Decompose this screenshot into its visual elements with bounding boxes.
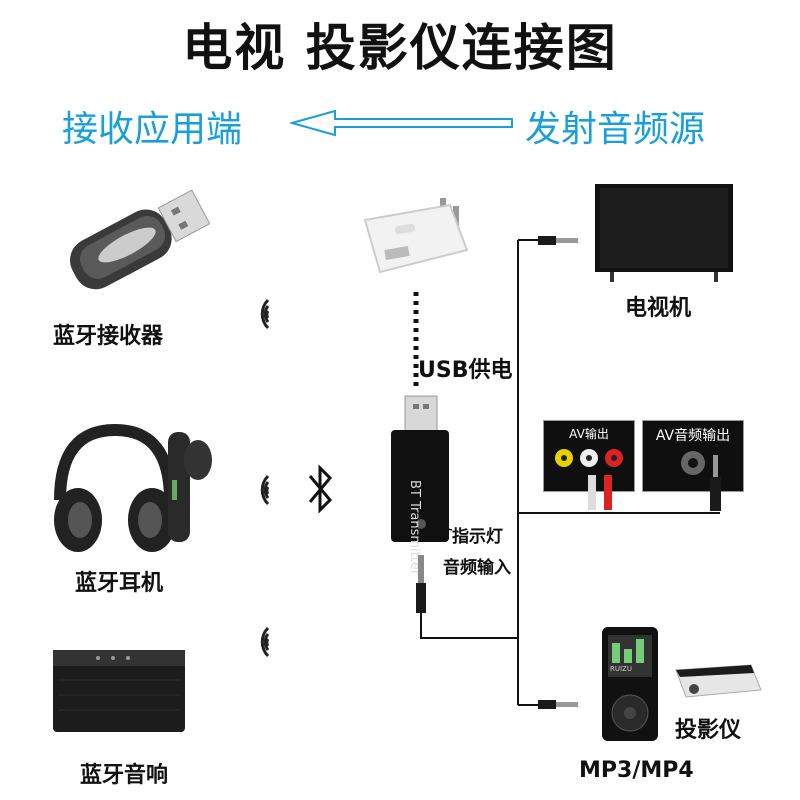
headphones-label: 蓝牙耳机 (75, 571, 164, 596)
audio-plug-icon (710, 455, 721, 511)
headphones-earpiece-icon (54, 423, 212, 552)
audio-input-label: 音频输入 (443, 558, 511, 578)
bluetooth-speaker-icon (53, 650, 185, 732)
mp3-brand-text: RUIZU (610, 665, 632, 673)
usb-power-adapter-icon (363, 198, 469, 274)
projector-label: 投影仪 (675, 718, 742, 743)
rca-cable-icon (588, 475, 612, 510)
indicator-pointer (430, 524, 453, 531)
speaker-label: 蓝牙音响 (80, 763, 169, 788)
audio-jack-icon (681, 451, 705, 475)
bt-transmitter-icon (391, 395, 449, 542)
direction-arrow-icon (290, 109, 513, 137)
mp3-player-icon (602, 627, 658, 741)
receiver-side-label: 接收应用端 (62, 109, 243, 150)
usb-dotted-line (413, 292, 419, 390)
page-title: 电视 投影仪连接图 (182, 19, 618, 77)
mp3-label: MP3/MP4 (579, 758, 694, 783)
tv-icon (595, 184, 733, 282)
audio-plug-icon (416, 555, 426, 613)
av-audio-output-panel: AV音频输出 (642, 420, 744, 492)
indicator-light-label: 指示灯 (452, 527, 503, 547)
bluetooth-receiver-dongle-icon (70, 189, 211, 290)
signal-icon (260, 298, 270, 330)
rca-jacks-icon (555, 449, 623, 467)
signal-icon (260, 474, 270, 506)
bluetooth-icon (308, 464, 333, 514)
av-output-label: AV输出 (569, 427, 609, 441)
projector-icon (675, 664, 762, 698)
signal-icon (260, 626, 270, 658)
av-audio-output-label: AV音频输出 (655, 428, 731, 444)
bluetooth-receiver-label: 蓝牙接收器 (53, 324, 164, 349)
tv-label: 电视机 (625, 296, 692, 321)
usb-power-label: USB供电 (418, 358, 513, 383)
source-side-label: 发射音频源 (525, 109, 706, 150)
